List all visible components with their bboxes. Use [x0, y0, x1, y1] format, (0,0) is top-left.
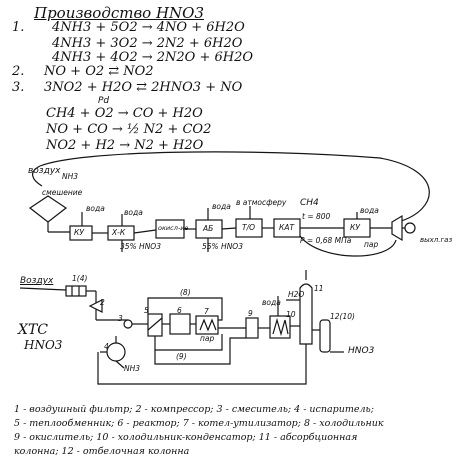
water-label: вода [124, 208, 143, 217]
xts-h2o-label: H2O [288, 290, 305, 299]
reaction-number: 3. [12, 80, 25, 95]
boiler-7 [195, 315, 219, 335]
legend-line: колонна; 12 - отбелочная колонна [14, 446, 190, 457]
mixer-icon [123, 319, 133, 329]
block-label: КУ [350, 223, 360, 232]
block-label: КАТ [279, 223, 295, 232]
block-label: Т/О [242, 223, 256, 232]
reaction-equation: 4NH3 + 5O2 → 4NO + 6H2O [52, 20, 245, 35]
node-number: 4 [104, 342, 109, 351]
node-number: 10 [286, 310, 296, 319]
node-number: (9) [176, 352, 187, 361]
bleaching-column-12 [319, 319, 331, 353]
xts-product-label: HNO3 [348, 346, 375, 356]
air-filter-box [65, 285, 87, 297]
nh3-label: NH3 [62, 172, 79, 181]
atmosphere-label: в атмосферу [236, 198, 287, 207]
xts-subtitle: HNO3 [24, 338, 63, 352]
node-number: 1(4) [72, 274, 88, 283]
reaction-equation: NO + O2 ⇄ NO2 [44, 64, 154, 79]
water-label: вода [212, 202, 231, 211]
catalytic-equation: CH4 + O2 → CO + H2O [46, 106, 203, 121]
pct35-label: 35% HNO3 [120, 242, 161, 251]
water-label: вода [360, 206, 379, 215]
block-label: КУ [74, 228, 84, 237]
compressor-icon [88, 299, 103, 313]
reaction-number: 2. [12, 64, 25, 79]
legend-line: 5 - теплообменник; 6 - реактор; 7 - коте… [14, 418, 384, 429]
mixing-diamond [28, 195, 68, 223]
node-number: 5 [144, 306, 149, 315]
catalytic-equation: NO2 + H2 → N2 + H2O [46, 138, 204, 153]
block-label: АБ [203, 224, 214, 233]
water-label: вода [86, 204, 105, 213]
air-label: воздух [28, 166, 61, 176]
catalytic-equation: NO + CO → ½ N2 + CO2 [46, 122, 212, 137]
evaporator-icon [106, 342, 126, 362]
node-number: 6 [177, 306, 182, 315]
steam-label: пар [364, 240, 379, 249]
reaction-equation: 3NO2 + H2O ⇄ 2HNO3 + NO [44, 80, 243, 95]
block-label: Х-К [112, 228, 126, 237]
xts-air-label: Воздух [20, 276, 54, 286]
node-number: 9 [248, 309, 253, 318]
node-number: 11 [314, 284, 324, 293]
legend-line: 9 - окислитель; 10 - холодильник-конденс… [14, 432, 358, 443]
reaction-equation: 4NH3 + 4O2 → 2N2O + 6H2O [52, 50, 254, 65]
node-number: 3 [118, 314, 123, 323]
page-title: Производство HNO3 [34, 4, 205, 22]
pct55-label: 55% HNO3 [202, 242, 243, 251]
exhaust-fan-icon [404, 222, 416, 234]
block-label: окисл-ие [158, 224, 189, 232]
reactor-6 [169, 313, 191, 335]
legend-line: 1 - воздушный фильтр; 2 - компрессор; 3 … [14, 404, 374, 415]
absorption-column-11 [299, 283, 313, 345]
ch4-label: CH4 [300, 198, 319, 208]
xts-steam-label: пар [200, 334, 215, 343]
xts-title: ХТС [18, 322, 49, 338]
catalyst-label: Pd [98, 96, 110, 106]
reaction-number: 1. [12, 20, 25, 35]
xts-water-label: вода [262, 298, 281, 307]
turbine-icon [391, 214, 403, 242]
xts-nh3-label: NH3 [124, 364, 141, 373]
reaction-equation: 4NH3 + 3O2 → 2N2 + 6H2O [52, 36, 243, 51]
mixing-label: смешение [42, 188, 83, 197]
oxidizer-9 [245, 317, 259, 339]
node-number: 2 [100, 298, 105, 307]
pressure-label: P = 0,68 МПа [300, 236, 352, 245]
node-number: 12(10) [330, 312, 355, 321]
node-number: (8) [180, 288, 191, 297]
heat-exchanger-5 [147, 313, 163, 337]
exhaust-label: выхл.газ [420, 236, 453, 244]
node-number: 7 [204, 307, 209, 316]
recycle-loop-line [32, 151, 430, 223]
temperature-label: t = 800 [302, 212, 331, 221]
